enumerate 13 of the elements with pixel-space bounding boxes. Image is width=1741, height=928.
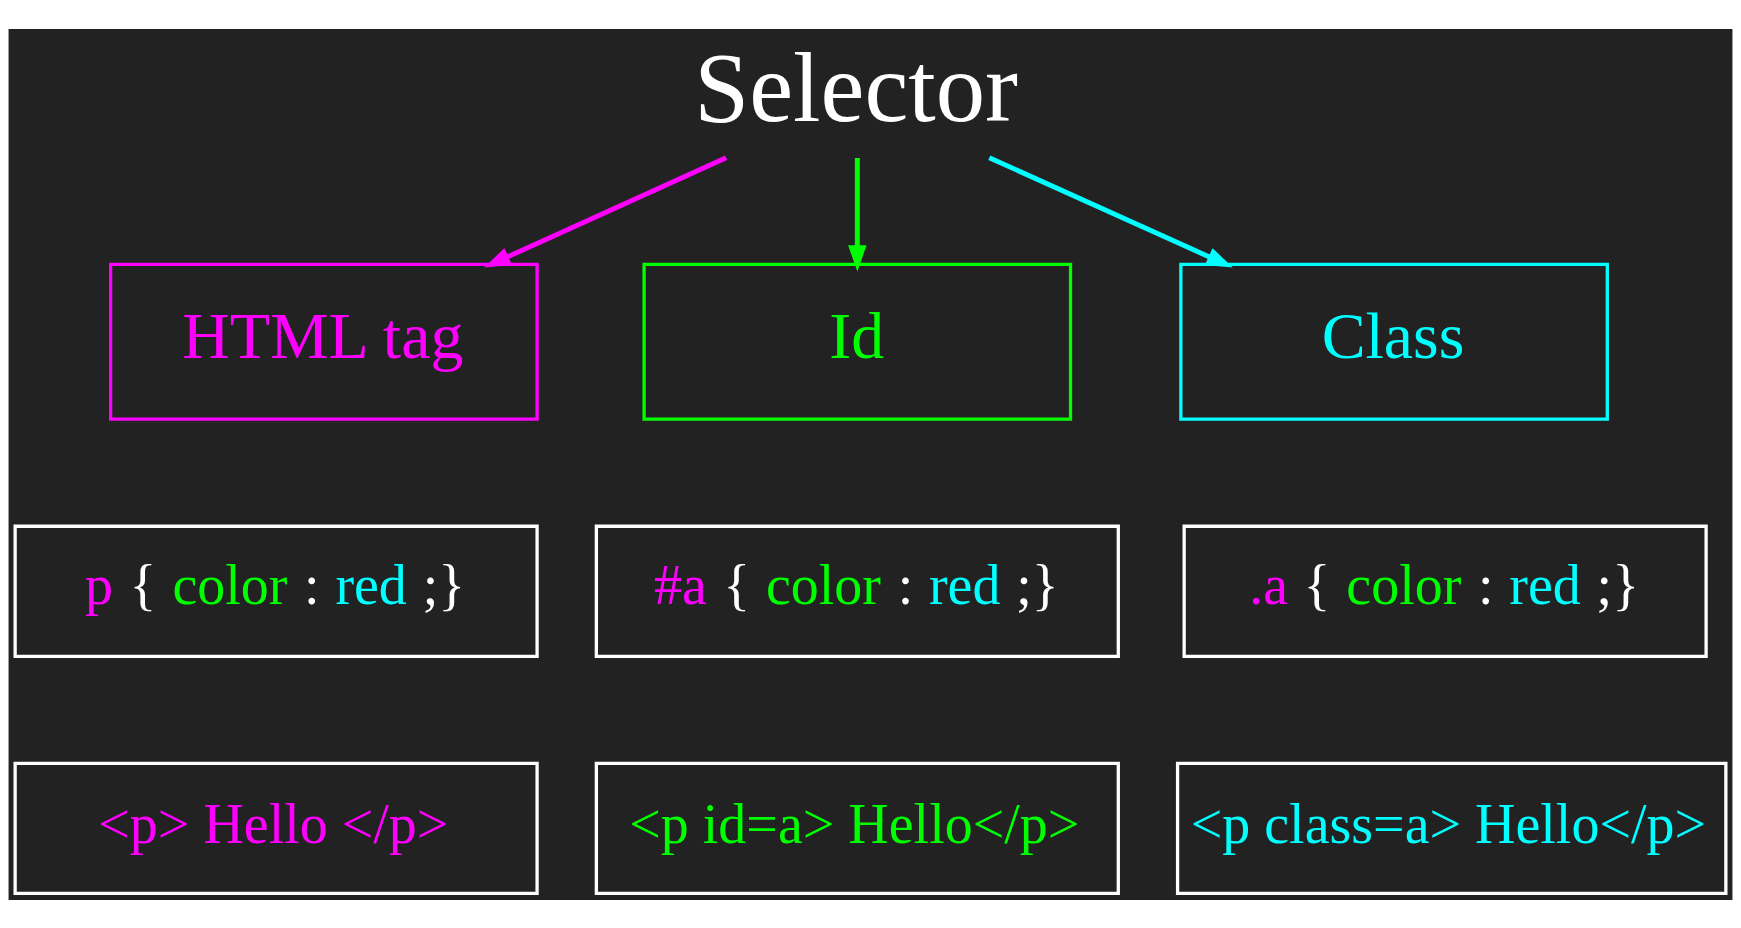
arrow — [484, 154, 728, 267]
node-box: <p class=a> Hello</p> — [1175, 761, 1728, 895]
arrow — [848, 157, 867, 272]
arrow — [988, 154, 1233, 267]
node-box: .a { color : red ;} — [1182, 524, 1708, 658]
node-box: p { color : red ;} — [13, 524, 539, 658]
node-box: HTML tag — [109, 262, 539, 421]
node-text: Selector — [694, 32, 1018, 142]
node-box: <p id=a> Hello</p> — [594, 761, 1120, 895]
node-box: Class — [1179, 262, 1609, 421]
node-box: <p> Hello </p> — [13, 761, 539, 895]
node-box: Id — [642, 262, 1073, 421]
node-box: #a { color : red ;} — [594, 524, 1120, 658]
